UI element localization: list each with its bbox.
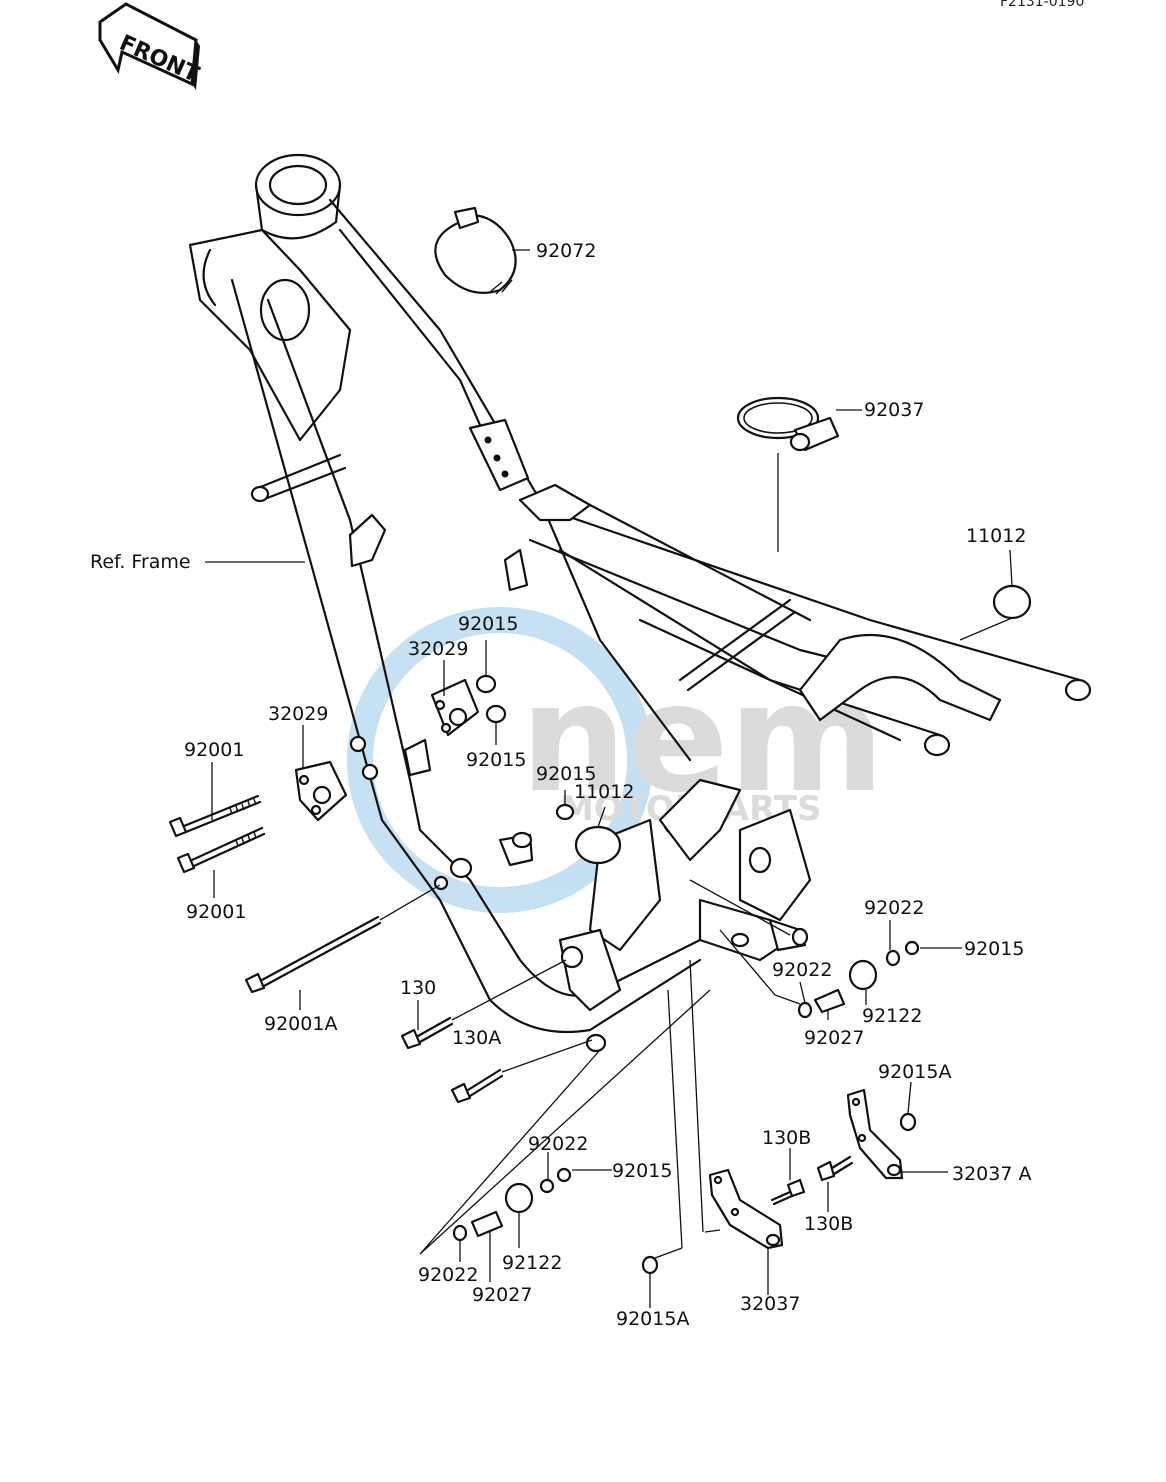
label-11012-top: 11012 <box>966 525 1026 547</box>
label-92027-a: 92027 <box>804 1027 864 1049</box>
label-130A: 130A <box>452 1027 501 1049</box>
label-ref-frame: Ref. Frame <box>90 551 191 573</box>
label-92015-a: 92015 <box>458 613 518 635</box>
bolt-130 <box>400 959 567 1050</box>
cap-11012-mid <box>574 825 622 865</box>
bracket-32037A <box>846 1088 904 1180</box>
mount-stack-lower <box>419 989 711 1255</box>
cap-11012-top <box>992 584 1032 620</box>
label-92022-a: 92022 <box>864 897 924 919</box>
label-32037A: 32037 A <box>952 1163 1031 1185</box>
nut-92015A-lower <box>641 1255 659 1275</box>
bracket-32037 <box>689 959 784 1250</box>
label-92001-b: 92001 <box>186 901 246 923</box>
nut-92015A-right <box>899 1112 917 1132</box>
label-92001A: 92001A <box>264 1013 337 1035</box>
plate-32029-lower <box>294 760 348 822</box>
label-92015A-a: 92015A <box>878 1061 951 1083</box>
label-92022-b: 92022 <box>772 959 832 981</box>
leader-lines <box>205 249 1013 1308</box>
front-arrow-icon: FRONT <box>98 2 203 90</box>
label-92015-c: 92015 <box>536 763 596 785</box>
label-32037: 32037 <box>740 1293 800 1315</box>
label-92027-b: 92027 <box>472 1284 532 1306</box>
label-32029-a: 32029 <box>408 638 468 660</box>
label-92037: 92037 <box>864 399 924 421</box>
label-130: 130 <box>400 977 436 999</box>
label-92022-d: 92022 <box>418 1264 478 1286</box>
label-92122-a: 92122 <box>862 1005 922 1027</box>
bolt-130B-left <box>770 1178 806 1206</box>
bolt-130A <box>450 1039 593 1104</box>
label-92001-a: 92001 <box>184 739 244 761</box>
label-92015-b: 92015 <box>466 749 526 771</box>
nut-92015-b <box>485 704 507 724</box>
label-92022-c: 92022 <box>528 1133 588 1155</box>
nut-92015-a <box>475 674 497 694</box>
bolt-92001A <box>244 884 441 994</box>
label-130B-a: 130B <box>762 1127 811 1149</box>
label-32029-b: 32029 <box>268 703 328 725</box>
diagram-code: F2131-0190 <box>1000 0 1084 10</box>
bolt-92001-upper <box>168 794 262 838</box>
nut-92015-c <box>555 803 575 821</box>
plate-32029-upper <box>430 678 480 737</box>
bolt-92001-lower <box>176 826 266 874</box>
bolt-130B-right <box>816 1155 854 1182</box>
label-92122-b: 92122 <box>502 1252 562 1274</box>
label-130B-b: 130B <box>804 1213 853 1235</box>
ref-frame <box>188 153 1092 1053</box>
hose-clamp-92037 <box>736 396 840 552</box>
label-92015A-b: 92015A <box>616 1308 689 1330</box>
label-11012-mid: 11012 <box>574 781 634 803</box>
label-92015-e: 92015 <box>612 1160 672 1182</box>
label-92072: 92072 <box>536 240 596 262</box>
label-92015-d: 92015 <box>964 938 1024 960</box>
clamp-band-92072 <box>434 206 517 295</box>
